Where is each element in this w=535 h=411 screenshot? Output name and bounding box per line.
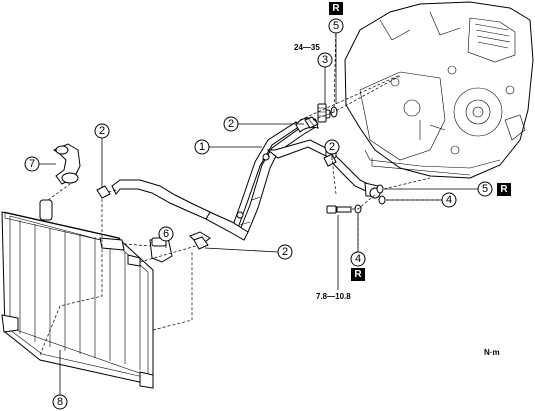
hose-clamp-upper: [304, 116, 319, 129]
replace-mark-label: R: [354, 269, 362, 280]
callout-7: 7: [24, 156, 40, 172]
callout-label: 6: [163, 228, 169, 240]
washer-side: [378, 195, 386, 205]
callout-5-top: 5: [328, 18, 344, 34]
callout-8: 8: [52, 394, 68, 410]
callout-4-lower: 4: [350, 251, 366, 267]
torque-value-upper: 24—35: [294, 43, 320, 52]
callout-2-right: 2: [324, 139, 340, 155]
callout-3: 3: [317, 52, 333, 68]
replace-mark-label: R: [500, 184, 508, 195]
callout-label: 4: [446, 194, 452, 206]
hose-clamp-right: [323, 153, 337, 167]
union-bolt-upper: [317, 103, 327, 123]
callout-label: 5: [482, 183, 488, 195]
callout-label: 1: [199, 141, 205, 153]
replace-mark-right: R: [497, 183, 511, 196]
callout-label: 2: [329, 141, 335, 153]
callout-6: 6: [158, 226, 174, 242]
copper-washer-right: [376, 184, 384, 194]
oil-cooler-pipe-assembly: [111, 109, 381, 247]
radiator-upper-hose: [52, 143, 81, 185]
transaxle-assembly: [344, 1, 534, 179]
torque-unit-label: N·m: [484, 348, 500, 357]
callout-1: 1: [194, 139, 210, 155]
torque-value-lower: 7.8—10.8: [316, 292, 351, 301]
hose-clamp-lower: [193, 236, 209, 250]
callout-2-lower: 2: [277, 244, 293, 260]
replace-mark-top: R: [329, 2, 343, 15]
callout-label: 3: [322, 54, 328, 66]
hose-clamp-left: [96, 185, 111, 199]
callout-2-upper: 2: [223, 116, 239, 132]
callout-2-left: 2: [94, 123, 110, 139]
callout-label: 2: [282, 246, 288, 258]
callout-leaders: [39, 33, 478, 400]
callout-5-right: 5: [477, 181, 493, 197]
replace-mark-bottom: R: [351, 268, 365, 281]
callout-label: 4: [355, 253, 361, 265]
callout-label: 5: [333, 20, 339, 32]
callout-label: 2: [99, 125, 105, 137]
callout-label: 7: [29, 158, 35, 170]
radiator: [1, 199, 154, 389]
union-bolt-lower: [326, 205, 352, 214]
callout-label: 8: [57, 396, 63, 408]
callout-4-right: 4: [441, 192, 457, 208]
drain-plug-assembly: [149, 237, 173, 263]
callout-label: 2: [228, 118, 234, 130]
replace-mark-label: R: [332, 3, 340, 14]
